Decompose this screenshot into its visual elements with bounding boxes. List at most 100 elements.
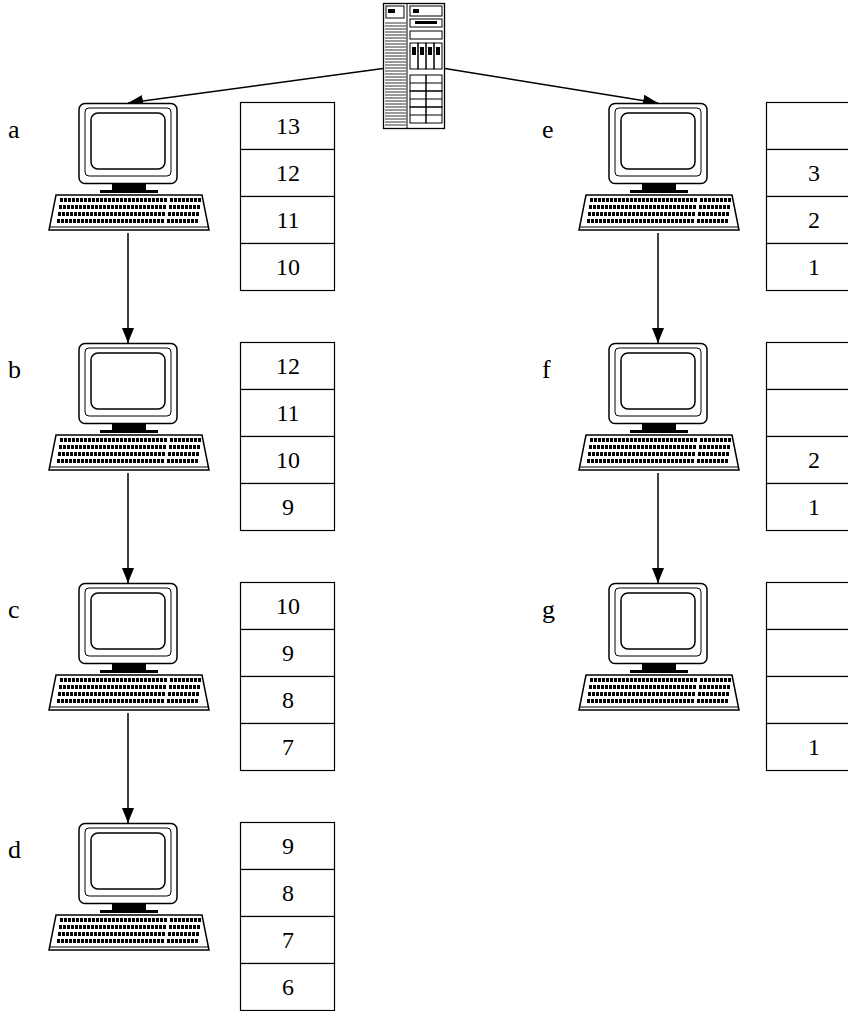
key: [146, 692, 149, 696]
key: [88, 198, 91, 202]
stack-cell: [241, 823, 335, 870]
key: [720, 678, 723, 682]
key: [644, 212, 647, 216]
key: [94, 692, 97, 696]
key: [135, 925, 138, 929]
key: [670, 438, 673, 442]
key: [612, 452, 615, 456]
drawing-part: [615, 108, 701, 176]
key: [727, 205, 730, 209]
drawing-part: [100, 910, 158, 913]
drawing-part: [385, 80, 406, 81]
key: [650, 438, 653, 442]
stack-cell: [241, 150, 335, 197]
key: [122, 212, 125, 216]
server-icon: [384, 3, 445, 129]
drawing-part: [385, 26, 406, 27]
key: [655, 459, 658, 463]
queue-number: 6: [241, 964, 335, 1010]
key: [620, 452, 623, 456]
drawing-part: [579, 675, 739, 710]
key: [58, 692, 61, 696]
key: [193, 685, 196, 689]
key: [598, 678, 601, 682]
key: [603, 699, 606, 703]
key: [613, 445, 616, 449]
key: [71, 205, 74, 209]
key: [95, 925, 98, 929]
key: [636, 212, 639, 216]
key: [722, 452, 725, 456]
key: [67, 205, 70, 209]
key: [615, 219, 618, 223]
key: [666, 438, 669, 442]
key: [723, 445, 726, 449]
key: [70, 692, 73, 696]
key: [138, 452, 141, 456]
key: [178, 678, 181, 682]
key: [57, 459, 60, 463]
key: [143, 925, 146, 929]
key: [66, 212, 69, 216]
key: [717, 699, 720, 703]
key: [623, 459, 626, 463]
key: [118, 692, 121, 696]
key: [673, 445, 676, 449]
key: [105, 699, 108, 703]
key: [672, 452, 675, 456]
key: [144, 198, 147, 202]
drawing-part: [407, 3, 408, 129]
key: [193, 445, 196, 449]
key: [606, 678, 609, 682]
key: [643, 699, 646, 703]
key: [595, 219, 598, 223]
key: [133, 459, 136, 463]
key: [661, 685, 664, 689]
key: [189, 445, 192, 449]
key: [627, 459, 630, 463]
stack-cell: [241, 390, 335, 437]
key: [113, 699, 116, 703]
key: [142, 692, 145, 696]
key: [131, 445, 134, 449]
key: [652, 212, 655, 216]
drawing-part: [385, 59, 406, 60]
key: [616, 452, 619, 456]
computer-node: g: [578, 583, 740, 713]
server-drawing: [383, 3, 445, 129]
queue-number: 9: [241, 823, 335, 869]
key: [79, 445, 82, 449]
key: [596, 692, 599, 696]
key: [85, 699, 88, 703]
drawing-part: [410, 75, 426, 91]
drawing-part: [579, 467, 739, 468]
key: [188, 452, 191, 456]
key: [601, 445, 604, 449]
key: [147, 205, 150, 209]
key: [180, 212, 183, 216]
key: [635, 219, 638, 223]
drawing-part: [385, 116, 406, 117]
key: [659, 459, 662, 463]
key: [634, 198, 637, 202]
key: [92, 198, 95, 202]
key: [143, 685, 146, 689]
key: [72, 438, 75, 442]
key: [137, 459, 140, 463]
key: [148, 438, 151, 442]
key: [195, 939, 198, 943]
key: [628, 212, 631, 216]
key: [96, 438, 99, 442]
queue-number: 11: [241, 390, 335, 436]
key: [76, 678, 79, 682]
key: [609, 205, 612, 209]
key: [57, 939, 60, 943]
key: [655, 219, 658, 223]
key: [91, 685, 94, 689]
key: [80, 678, 83, 682]
key: [59, 925, 62, 929]
key: [64, 918, 67, 922]
key: [702, 452, 705, 456]
key: [688, 212, 691, 216]
key: [114, 452, 117, 456]
